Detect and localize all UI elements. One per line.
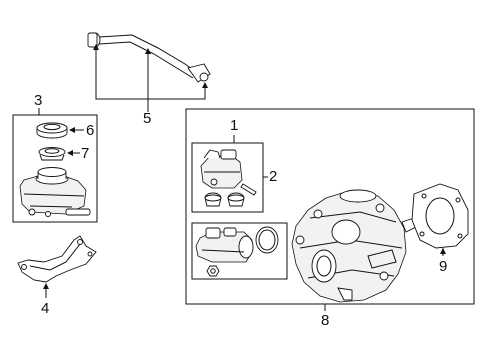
master-cylinder-kit (195, 226, 279, 277)
fluid-reservoir (19, 167, 91, 217)
callout-9-arrow (440, 248, 446, 254)
mounting-bracket (17, 235, 97, 283)
callout-3: 3 (34, 92, 43, 109)
callout-6: 6 (86, 122, 95, 139)
callout-6-arrow (69, 127, 75, 133)
callout-1: 1 (230, 117, 239, 134)
booster-gasket (411, 183, 469, 249)
callout-7-arrow (67, 150, 73, 156)
group-box-3 (12, 114, 98, 223)
callout-8: 8 (321, 312, 330, 329)
group-box-1 (191, 222, 288, 280)
power-brake-booster (291, 189, 419, 303)
callout-4: 4 (41, 300, 50, 317)
callout-4-arrow (43, 283, 49, 289)
reservoir-cap (36, 122, 68, 139)
seal-kit (200, 149, 257, 207)
callout-5-leader (93, 44, 208, 112)
callout-5: 5 (143, 110, 152, 127)
reservoir-seal (38, 147, 66, 161)
callout-9: 9 (439, 258, 448, 275)
hose-assembly (87, 32, 211, 83)
callout-7: 7 (81, 145, 90, 162)
group-box-8 (185, 108, 475, 305)
callout-2: 2 (269, 168, 278, 185)
